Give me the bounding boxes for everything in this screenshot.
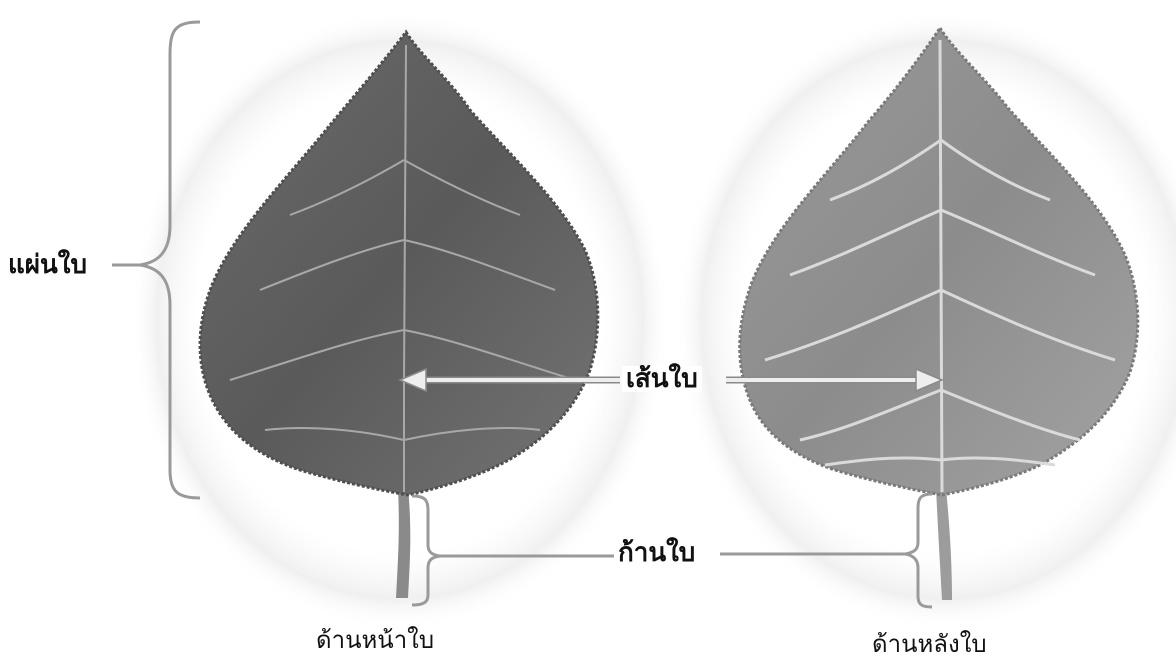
front-side-caption: ด้านหน้าใบ [312, 628, 438, 652]
blade-label: แผ่นใบ [4, 252, 91, 278]
petiole-label: ก้านใบ [614, 540, 699, 566]
vein-label: เส้นใบ [622, 366, 702, 392]
back-side-caption: ด้านหลังใบ [868, 632, 991, 656]
